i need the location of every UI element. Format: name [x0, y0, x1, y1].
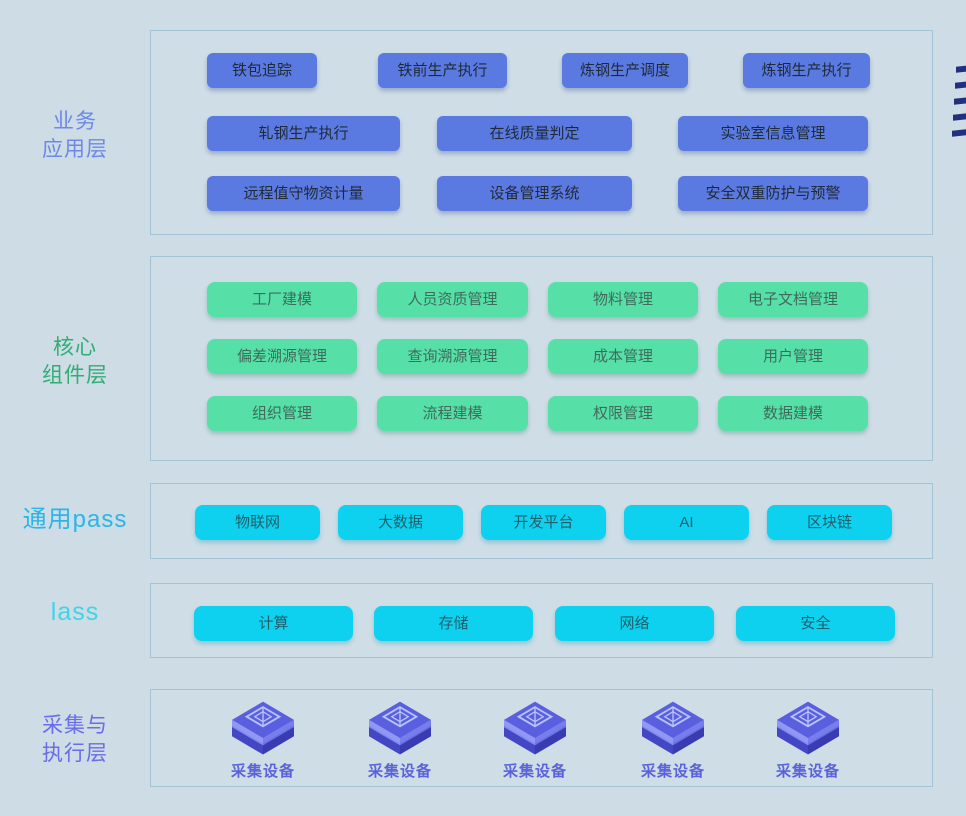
core-component-button[interactable]: 权限管理	[548, 396, 698, 431]
layer-label-line: 核心	[53, 336, 97, 359]
paas-service-button[interactable]: 大数据	[338, 505, 463, 540]
layer-label-paas: 通用pass	[0, 506, 150, 534]
paas-service-button[interactable]: 物联网	[195, 505, 320, 540]
business-app-button[interactable]: 远程值守物资计量	[207, 176, 400, 211]
iaas-service-button[interactable]: 安全	[736, 606, 895, 641]
edge-dash-icon	[954, 97, 966, 105]
core-component-button[interactable]: 组织管理	[207, 396, 357, 431]
layer-label-line: 应用层	[42, 138, 108, 161]
core-component-button[interactable]: 工厂建模	[207, 282, 357, 317]
device-cube-icon	[504, 701, 566, 755]
paas-service-button[interactable]: AI	[624, 505, 749, 540]
core-component-button[interactable]: 物料管理	[548, 282, 698, 317]
device-cube-icon	[777, 701, 839, 755]
paas-service-button[interactable]: 开发平台	[481, 505, 606, 540]
business-app-button[interactable]: 安全双重防护与预警	[678, 176, 868, 211]
core-component-button[interactable]: 电子文档管理	[718, 282, 868, 317]
device-cube-icon	[369, 701, 431, 755]
device-item: 采集设备	[640, 763, 705, 780]
core-component-button[interactable]: 成本管理	[548, 339, 698, 374]
iaas-service-button[interactable]: 计算	[194, 606, 353, 641]
business-app-button[interactable]: 设备管理系统	[437, 176, 632, 211]
edge-dash-icon	[953, 113, 966, 121]
business-app-button[interactable]: 炼钢生产执行	[743, 53, 870, 88]
business-app-button[interactable]: 炼钢生产调度	[562, 53, 688, 88]
business-app-button[interactable]: 在线质量判定	[437, 116, 632, 151]
core-component-button[interactable]: 流程建模	[377, 396, 528, 431]
core-component-button[interactable]: 用户管理	[718, 339, 868, 374]
core-component-button[interactable]: 人员资质管理	[377, 282, 528, 317]
layer-label-line: 通用pass	[22, 506, 128, 533]
layer-label-line: 组件层	[42, 364, 108, 387]
iaas-service-button[interactable]: 网络	[555, 606, 714, 641]
edge-dash-icon	[956, 65, 966, 73]
layer-label-line: 业务	[53, 110, 97, 133]
iaas-service-button[interactable]: 存储	[374, 606, 533, 641]
core-component-button[interactable]: 数据建模	[718, 396, 868, 431]
layer-label-line: 执行层	[42, 742, 108, 765]
layer-label-line: lass	[50, 598, 100, 626]
device-item: 采集设备	[367, 763, 432, 780]
device-item: 采集设备	[502, 763, 567, 780]
paas-service-button[interactable]: 区块链	[767, 505, 892, 540]
device-cube-icon	[232, 701, 294, 755]
device-item: 采集设备	[230, 763, 295, 780]
core-component-button[interactable]: 偏差溯源管理	[207, 339, 357, 374]
device-cube-icon	[642, 701, 704, 755]
business-app-button[interactable]: 轧钢生产执行	[207, 116, 400, 151]
layer-label-core: 核心 组件层	[0, 334, 150, 390]
layer-label-line: 采集与	[42, 714, 108, 737]
edge-dash-icon	[952, 129, 966, 137]
business-app-button[interactable]: 铁包追踪	[207, 53, 317, 88]
business-app-button[interactable]: 实验室信息管理	[678, 116, 868, 151]
business-app-button[interactable]: 铁前生产执行	[378, 53, 507, 88]
device-item: 采集设备	[775, 763, 840, 780]
core-component-button[interactable]: 查询溯源管理	[377, 339, 528, 374]
edge-dash-icon	[955, 81, 966, 89]
layer-label-iaas: lass	[0, 598, 150, 626]
layer-label-devices: 采集与 执行层	[0, 712, 150, 768]
layer-label-business: 业务 应用层	[0, 108, 150, 164]
